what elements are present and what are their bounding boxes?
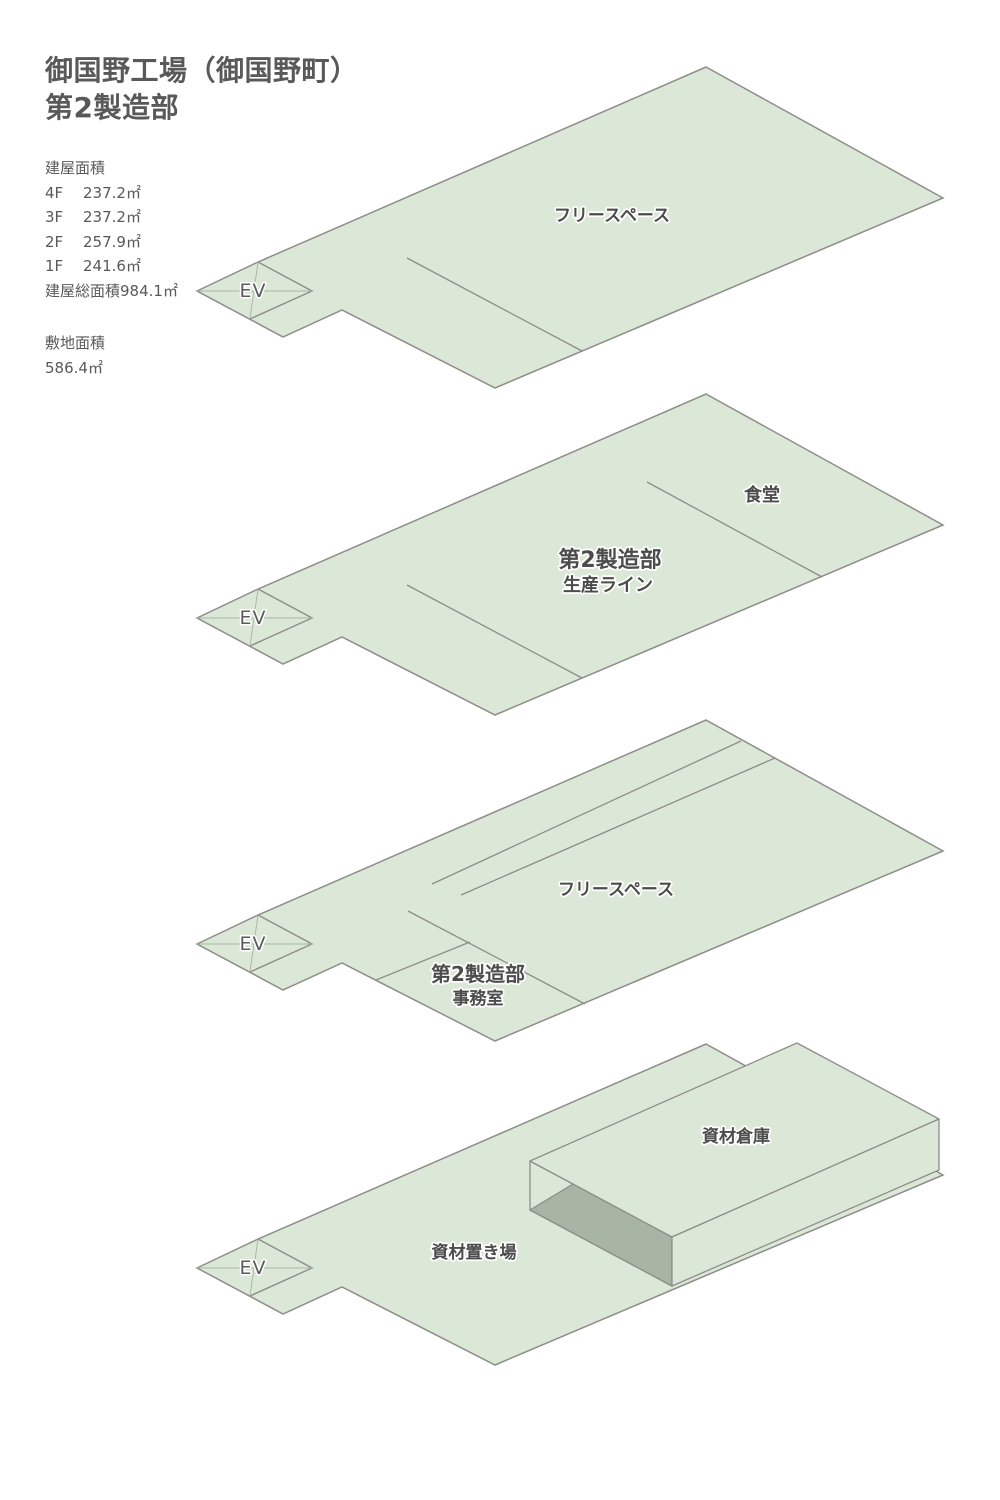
- elevator-label: EV: [239, 280, 266, 302]
- office-label: 事務室: [453, 988, 504, 1009]
- page-title: 御国野工場（御国野町） 第2製造部: [45, 52, 359, 126]
- floor-area-value: 241.6㎡: [83, 257, 141, 275]
- warehouse-box-front-face: [671, 1118, 940, 1287]
- elevator-label: EV: [239, 607, 266, 629]
- dept-label: 第2製造部: [431, 962, 525, 986]
- storage-area-label: 資材置き場: [432, 1242, 517, 1263]
- site-area-heading: 敷地面積: [45, 334, 106, 352]
- building-area-row-4f: 4F 237.2㎡: [45, 181, 178, 206]
- floor-3f-plan: EV 食堂 第2製造部 生産ライン: [196, 393, 944, 716]
- floor-4f-plan: EV フリースペース: [196, 66, 944, 389]
- elevator-label: EV: [239, 933, 266, 955]
- floor-area-value: 237.2㎡: [83, 208, 141, 226]
- floor-2f-plan: EV フリースペース 第2製造部 事務室: [196, 719, 944, 1042]
- elevator-label: EV: [239, 1257, 266, 1279]
- partition-line: [406, 584, 583, 679]
- partition-line: [406, 257, 583, 352]
- production-line-label: 生産ライン: [563, 574, 653, 596]
- page-title-line1: 御国野工場（御国野町）: [45, 54, 359, 87]
- building-area-list: 建屋面積 4F 237.2㎡ 3F 237.2㎡ 2F 257.9㎡ 1F 241.6㎡…: [45, 156, 178, 303]
- dining-divider-line: [646, 481, 823, 578]
- dept-label: 第2製造部: [558, 547, 661, 573]
- free-space-label: フリースペース: [554, 206, 670, 226]
- floor-outline: [196, 66, 944, 389]
- office-partition-line: [407, 910, 586, 1005]
- floor-label: 4F: [45, 183, 64, 202]
- floor-1f-plan: EV 資材置き場 資材倉庫: [196, 1042, 944, 1366]
- site-area-block: 敷地面積 586.4㎡: [45, 331, 105, 380]
- floor-label: 1F: [45, 257, 64, 275]
- free-space-label: フリースペース: [558, 880, 674, 900]
- building-area-total: 建屋総面積984.1㎡: [45, 281, 178, 300]
- floor-label: 2F: [45, 232, 64, 251]
- site-area-value: 586.4㎡: [45, 358, 103, 377]
- warehouse-label: 資材倉庫: [702, 1126, 770, 1147]
- building-area-row-1f: 1F 241.6㎡: [45, 254, 178, 279]
- building-area-heading: 建屋面積: [45, 159, 106, 177]
- floor-area-value: 257.9㎡: [83, 232, 141, 251]
- building-area-row-2f: 2F 257.9㎡: [45, 230, 178, 255]
- office-side-line: [375, 941, 471, 981]
- corridor-line-lower: [460, 757, 776, 896]
- corridor-line-upper: [431, 740, 742, 885]
- dining-label: 食堂: [743, 484, 780, 506]
- warehouse-box: 資材倉庫: [529, 1042, 940, 1287]
- floor-label: 3F: [45, 208, 64, 226]
- floor-area-value: 237.2㎡: [83, 183, 141, 202]
- building-area-row-3f: 3F 237.2㎡: [45, 205, 178, 230]
- page-title-line2: 第2製造部: [45, 91, 179, 124]
